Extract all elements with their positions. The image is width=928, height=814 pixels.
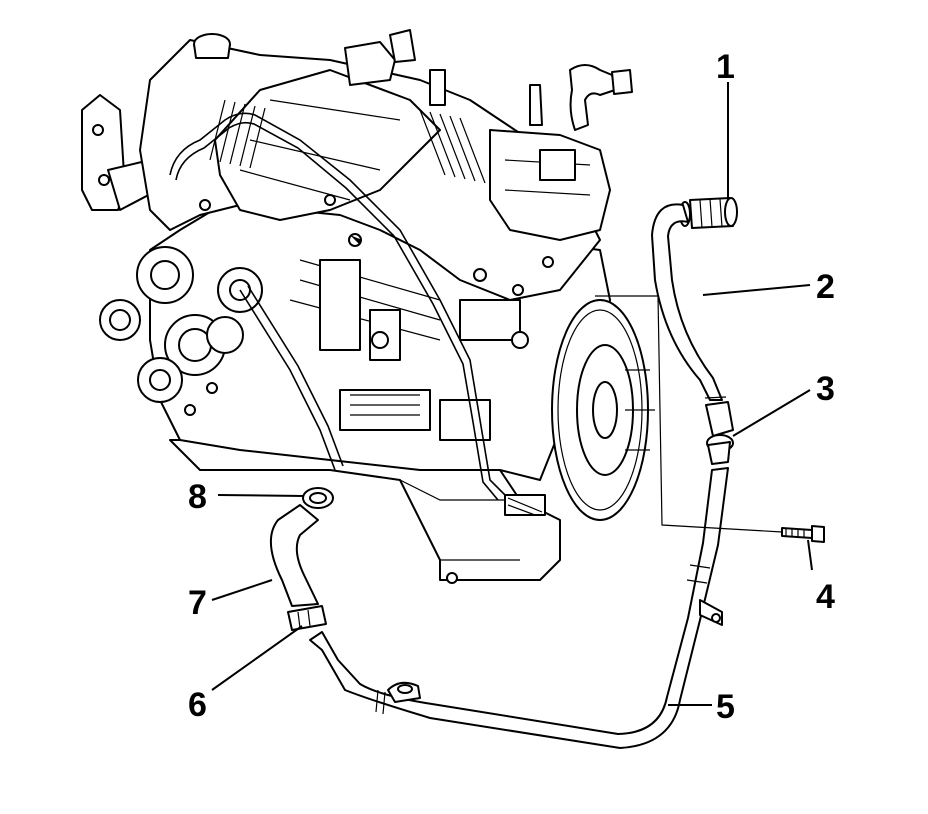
callout-2: 2: [816, 268, 835, 306]
metal-pipe: [309, 467, 729, 749]
hose-end-clamp: [302, 487, 334, 509]
hose-coupler: [705, 401, 734, 465]
callout-1: 1: [716, 48, 735, 86]
upper-hose: [651, 203, 727, 401]
bolt: [781, 525, 825, 543]
callouts: 1 2 3 4 5 6 7 8: [188, 48, 835, 726]
lower-hose-clamp: [287, 605, 327, 631]
quick-connect-fitting: [679, 197, 738, 229]
callout-8: 8: [188, 478, 207, 516]
accessory-pulleys: [99, 246, 263, 403]
coolant-hose-assembly: [269, 197, 825, 749]
leader-lines: [211, 82, 813, 706]
engine-assembly: [81, 29, 655, 584]
lower-hose: [269, 504, 319, 607]
callout-7: 7: [188, 584, 207, 622]
callout-4: 4: [816, 578, 835, 616]
flywheel: [551, 299, 655, 521]
callout-3: 3: [816, 370, 835, 408]
callout-6: 6: [188, 686, 207, 724]
callout-5: 5: [716, 688, 735, 726]
